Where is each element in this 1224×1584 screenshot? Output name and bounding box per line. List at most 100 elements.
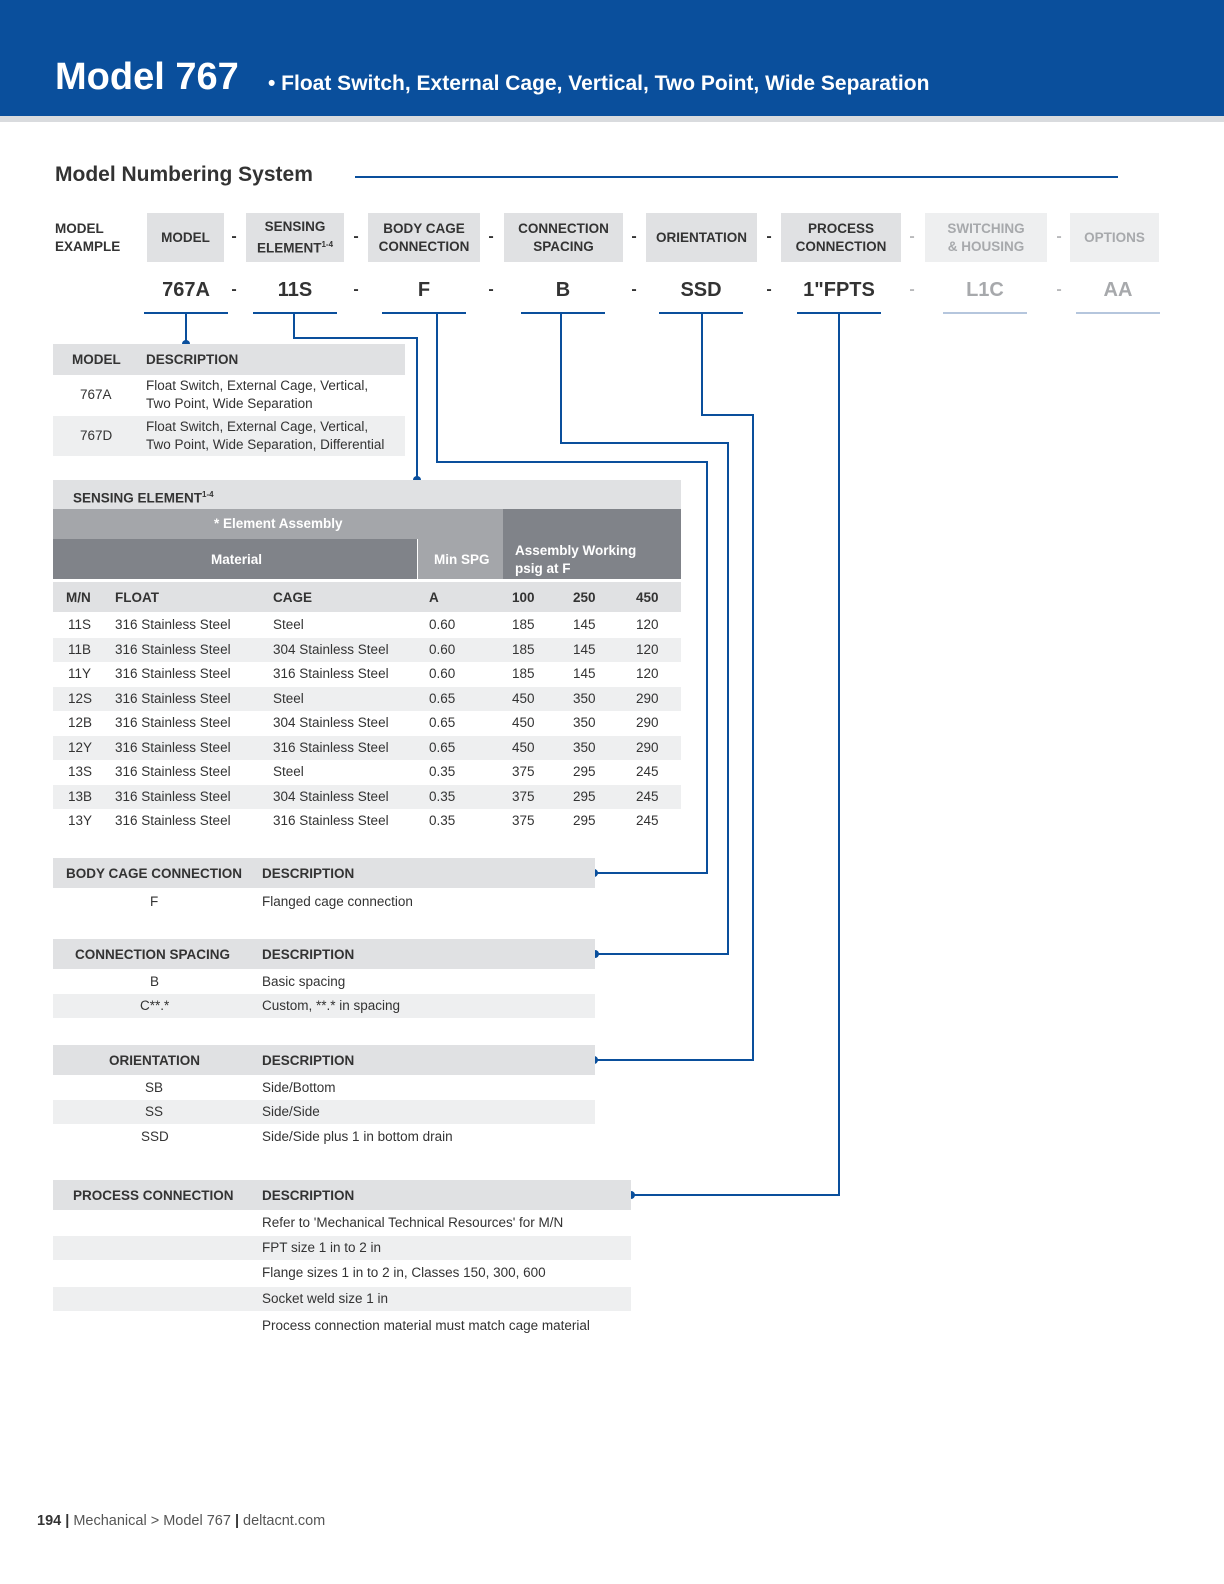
sensing-cell: 0.65 — [429, 739, 456, 755]
segment-value-orientation: SSD — [680, 279, 722, 301]
sensing-cell: 11B — [68, 641, 92, 657]
sensing-table-title: SENSING ELEMENT1-4 — [73, 490, 214, 506]
orientation-code: SS — [145, 1104, 164, 1119]
table-row-bg — [53, 784, 681, 809]
sensing-cell: 295 — [573, 788, 596, 804]
orientation-desc-col: DESCRIPTION — [262, 1053, 355, 1068]
sensing-cell: 316 Stainless Steel — [115, 764, 231, 779]
table-row-bg — [53, 416, 405, 456]
process-desc: Process connection material must match c… — [262, 1318, 590, 1333]
model-code: 767A — [80, 387, 112, 402]
model-example-label: MODEL EXAMPLE — [55, 221, 121, 254]
sensing-cell: 0.35 — [429, 764, 456, 779]
col-250: 250 — [573, 590, 596, 605]
segment-value-sensing: 11S — [277, 279, 313, 301]
orientation-desc: Side/Side plus 1 in bottom drain — [262, 1129, 453, 1144]
col-a: A — [429, 590, 439, 605]
sensing-cell: 290 — [636, 715, 659, 730]
table-row-bg — [53, 1287, 631, 1311]
footer-site-link[interactable]: deltacnt.com — [243, 1513, 326, 1529]
sensing-cell: 350 — [573, 690, 596, 706]
footer-breadcrumb[interactable]: Mechanical > Model 767 — [73, 1513, 231, 1529]
spacing-code: C**.* — [140, 998, 170, 1013]
sensing-cell: 316 Stainless Steel — [115, 666, 231, 681]
section-rule — [355, 176, 1118, 178]
process-col: PROCESS CONNECTION — [73, 1188, 234, 1203]
sensing-cell: 185 — [512, 666, 535, 681]
dash: - — [631, 281, 637, 298]
segment-value-spacing: B — [555, 279, 571, 301]
material-header: Material — [211, 552, 263, 567]
sensing-cell: Steel — [273, 764, 304, 779]
dash: - — [766, 281, 772, 298]
sensing-cell: 375 — [512, 813, 535, 828]
table-row-bg — [53, 637, 681, 662]
segment-header-orientation: ORIENTATION — [646, 213, 757, 262]
sensing-cell: 316 Stainless Steel — [273, 666, 389, 681]
body-cage-desc: Flanged cage connection — [262, 894, 413, 909]
dash: - — [353, 281, 359, 298]
sensing-cell: 295 — [573, 813, 596, 828]
sensing-cell: 12Y — [68, 739, 93, 755]
sensing-group-bar — [53, 509, 503, 539]
sensing-cell: 450 — [512, 690, 535, 706]
process-desc: Refer to 'Mechanical Technical Resources… — [262, 1215, 564, 1230]
sensing-cell: 316 Stainless Steel — [273, 739, 389, 755]
header-bar — [0, 0, 1224, 116]
segment-header-model: MODEL — [147, 213, 224, 262]
spacing-desc-col: DESCRIPTION — [262, 947, 355, 962]
body-cage-desc-col: DESCRIPTION — [262, 866, 355, 881]
orientation-desc: Side/Bottom — [262, 1080, 336, 1095]
model-code: 767D — [80, 428, 113, 443]
sensing-cell: 13B — [68, 788, 93, 804]
process-desc: Flange sizes 1 in to 2 in, Classes 150, … — [262, 1265, 546, 1280]
sensing-cell: Steel — [273, 690, 304, 706]
sensing-cell: 13Y — [68, 813, 93, 828]
sensing-cell: 316 Stainless Steel — [115, 788, 231, 804]
segment-value-process: 1"FPTS — [803, 279, 875, 301]
sensing-cell: 145 — [573, 666, 596, 681]
sensing-group-bar-right — [503, 509, 681, 539]
page-title: Model 767 — [55, 56, 239, 98]
sensing-cell: 316 Stainless Steel — [273, 813, 389, 828]
spacing-desc: Basic spacing — [262, 974, 346, 989]
sensing-cell: 316 Stainless Steel — [115, 617, 231, 632]
sensing-cell: 304 Stainless Steel — [273, 788, 389, 804]
model-table-header — [53, 344, 405, 375]
segment-value-switching: L1C — [966, 279, 1004, 301]
header-divider — [0, 116, 1224, 122]
sensing-cell: 245 — [636, 813, 659, 828]
sensing-cell: 316 Stainless Steel — [115, 715, 231, 730]
sensing-cell: 450 — [512, 739, 535, 755]
sensing-cell: 0.35 — [429, 788, 456, 804]
page-number: 194 — [37, 1513, 62, 1529]
segment-header-options: OPTIONS — [1070, 213, 1159, 262]
table-row-bg — [53, 1100, 595, 1124]
sensing-cell: 11Y — [68, 666, 92, 681]
col-mn: M/N — [66, 590, 91, 605]
sensing-cell: 120 — [636, 641, 659, 657]
sensing-col-header-bar — [53, 582, 681, 612]
sensing-cell: 316 Stainless Steel — [115, 813, 231, 828]
page-subtitle: • Float Switch, External Cage, Vertical,… — [268, 72, 930, 95]
sensing-cell: Steel — [273, 617, 304, 632]
footer-separator: | — [234, 1513, 240, 1529]
table-row-bg — [53, 686, 681, 711]
dash: - — [231, 281, 237, 298]
body-cage-table-header — [53, 858, 595, 888]
sensing-cell: 304 Stainless Steel — [273, 715, 389, 730]
col-100: 100 — [512, 590, 535, 605]
sensing-cell: 0.65 — [429, 715, 456, 730]
working-header-bg — [503, 539, 681, 579]
dash: - — [1056, 281, 1062, 298]
dash: - — [488, 228, 494, 245]
sensing-cell: 11S — [68, 617, 92, 632]
sensing-cell: 290 — [636, 739, 659, 755]
sensing-cell: 12B — [68, 715, 93, 730]
segment-value-model: 767A — [162, 279, 210, 301]
sensing-cell: 295 — [573, 764, 596, 779]
